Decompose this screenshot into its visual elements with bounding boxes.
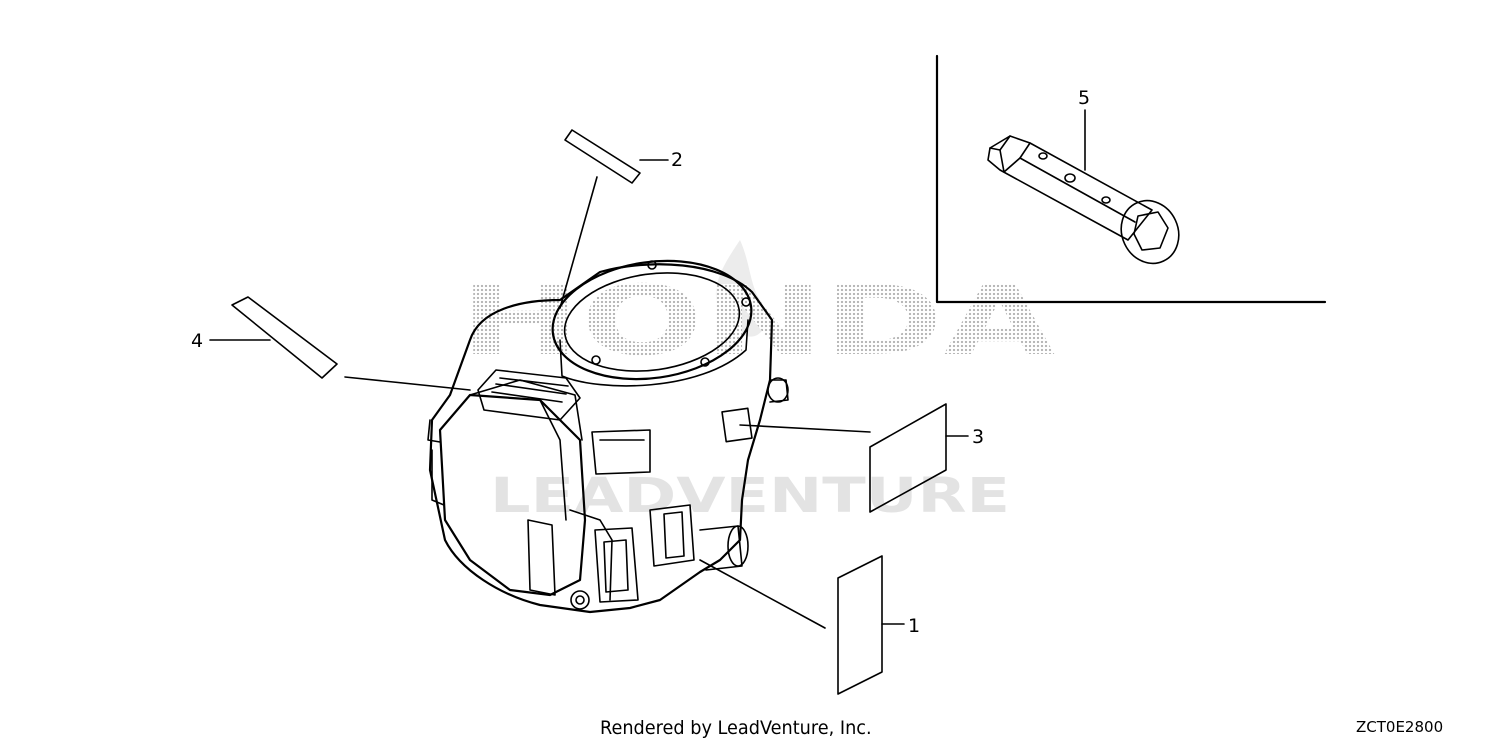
inset-frame [935,54,1327,304]
decal-strip-2 [559,129,669,309]
honda-wing-logo [715,240,766,337]
footer-credit: Rendered by LeadVenture, Inc. [600,717,872,739]
plug-wrench [987,109,1180,265]
decal-strip-4 [209,296,471,391]
callout-3: 3 [972,426,984,448]
watermark-renderer: LEADVENTURE [490,468,1010,524]
watermark-brand: HONDA [460,265,1055,377]
callout-5: 5 [1078,87,1090,109]
engine-assembly [427,259,789,614]
decal-label-3 [739,403,969,513]
watermark: HONDA LEADVENTURE [460,240,1055,524]
callout-4: 4 [191,330,203,352]
diagram-code: ZCT0E2800 [1356,718,1444,736]
callout-1: 1 [908,615,920,637]
decal-label-1 [699,555,905,695]
callout-2: 2 [671,149,683,171]
